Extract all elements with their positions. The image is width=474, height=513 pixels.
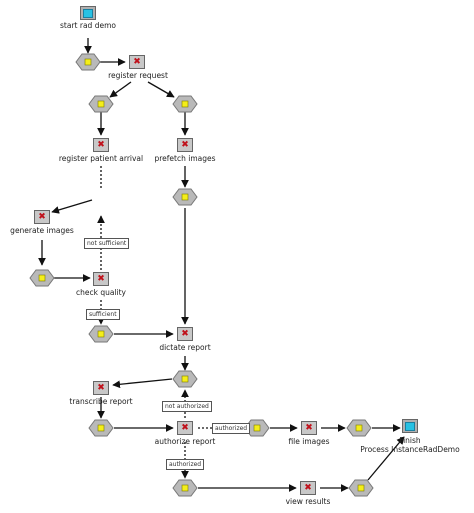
register-request-label: register request xyxy=(108,71,168,80)
edge-register-request-to-gw3 xyxy=(147,81,175,98)
finish-process-label: Process InstanceRadDemo xyxy=(360,445,460,454)
gateway-icon xyxy=(88,419,114,437)
task-register-patient-arrival[interactable]: ✖ xyxy=(93,138,109,152)
edge-gw8-to-transcribe-report xyxy=(112,378,173,389)
start-state-icon[interactable] xyxy=(80,6,96,20)
gateway-icon xyxy=(75,53,101,71)
dictate-report-label: dictate report xyxy=(159,343,211,352)
task-view-results[interactable]: ✖ xyxy=(300,481,316,495)
task-transcribe-report[interactable]: ✖ xyxy=(93,381,109,395)
task-prefetch-images[interactable]: ✖ xyxy=(177,138,193,152)
guard-not-authorized: not authorized xyxy=(162,401,212,412)
gateway-nodes xyxy=(29,53,374,497)
gateway-icon xyxy=(88,95,114,113)
gateway-icon xyxy=(88,325,114,343)
check-quality-label: check quality xyxy=(76,288,126,297)
task-authorize-report[interactable]: ✖ xyxy=(177,421,193,435)
view-results-label: view results xyxy=(285,497,331,506)
guard-authorized-right: authorized xyxy=(212,423,251,434)
edge-gw4-to-generate-images xyxy=(51,199,93,214)
edge-register-request-to-gw2 xyxy=(109,81,132,98)
task-register-request[interactable]: ✖ xyxy=(129,55,145,69)
gateway-icon xyxy=(172,370,198,388)
guard-not-sufficient: not sufficient xyxy=(84,238,130,249)
task-file-images[interactable]: ✖ xyxy=(301,421,317,435)
task-generate-images[interactable]: ✖ xyxy=(34,210,50,224)
authorize-report-label: authorize report xyxy=(154,437,216,446)
gateway-icon xyxy=(348,479,374,497)
generate-images-label: generate images xyxy=(10,226,74,235)
file-images-label: file images xyxy=(288,437,330,446)
finish-label: Finish xyxy=(399,436,421,445)
register-patient-arrival-label: register patient arrival xyxy=(58,154,144,163)
end-state-icon[interactable] xyxy=(402,419,418,433)
prefetch-images-label: prefetch images xyxy=(154,154,216,163)
gateway-icon xyxy=(244,419,270,437)
gateway-icon xyxy=(346,419,372,437)
transcribe-report-label: transcribe report xyxy=(69,397,133,406)
guard-authorized-down: authorized xyxy=(166,459,205,470)
gateway-icon xyxy=(172,95,198,113)
gateway-icon xyxy=(172,188,198,206)
task-dictate-report[interactable]: ✖ xyxy=(177,327,193,341)
task-check-quality[interactable]: ✖ xyxy=(93,272,109,286)
gateway-icon xyxy=(172,479,198,497)
edge-gw13-to-finish xyxy=(367,436,405,481)
guard-sufficient: sufficient xyxy=(86,309,120,320)
gateway-icon xyxy=(29,269,55,287)
start-label: start rad demo xyxy=(60,21,116,30)
